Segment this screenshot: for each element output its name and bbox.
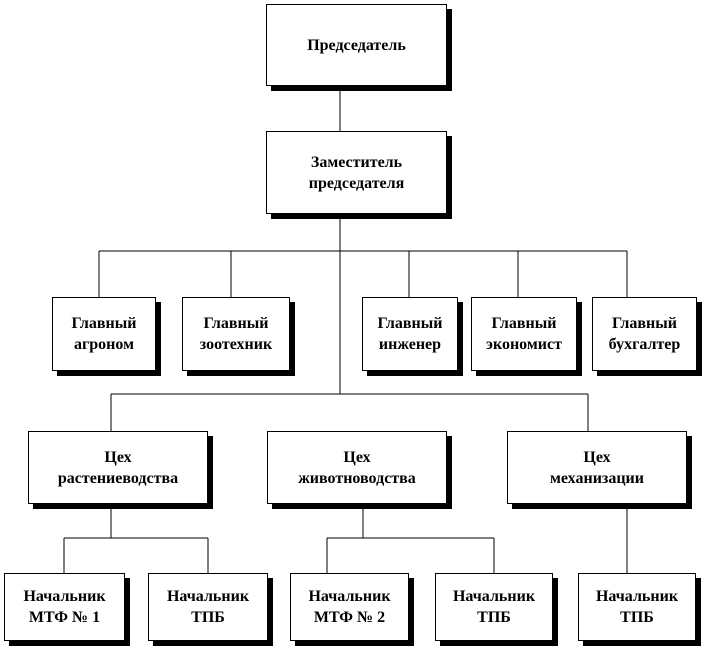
- deputy-to-heads-connector: [98, 214, 628, 297]
- mtf1-chief-box: Начальник МТФ № 1: [4, 573, 125, 641]
- mtf2-chief-box: Начальник МТФ № 2: [290, 573, 409, 641]
- chief-zootechnician-box: Главный зоотехник: [182, 297, 290, 371]
- tpb-chief-box-3: Начальник ТПБ: [578, 573, 696, 641]
- crops-shop-to-chiefs-connector: [63, 504, 209, 573]
- chief-accountant-label: Главный бухгалтер: [608, 315, 681, 353]
- tpb-chief-label-3: Начальник ТПБ: [595, 588, 679, 626]
- chief-zootechnician-label: Главный зоотехник: [199, 315, 273, 353]
- tpb-chief-box-1: Начальник ТПБ: [148, 573, 268, 641]
- tpb-chief-label-2: Начальник ТПБ: [452, 588, 536, 626]
- tpb-chief-box-2: Начальник ТПБ: [435, 573, 553, 641]
- mechanization-shop-box: Цех механизации: [507, 431, 687, 504]
- deputy-chairman-label: Заместитель председателя: [308, 153, 405, 192]
- livestock-shop-box: Цех животноводства: [267, 431, 447, 504]
- crop-production-shop-box: Цех растениеводства: [28, 431, 208, 504]
- chief-agronomist-label: Главный агроном: [71, 315, 137, 353]
- chief-agronomist-box: Главный агроном: [52, 297, 156, 371]
- chief-economist-label: Главный экономист: [486, 315, 562, 353]
- chairman-box: Председатель: [266, 4, 447, 86]
- chief-engineer-label: Главный инженер: [377, 315, 443, 353]
- crop-production-shop-label: Цех растениеводства: [57, 448, 179, 487]
- chairman-label: Председатель: [307, 36, 406, 54]
- livestock-shop-to-chiefs-connector: [326, 504, 495, 573]
- chief-economist-box: Главный экономист: [471, 297, 577, 371]
- chief-engineer-box: Главный инженер: [362, 297, 458, 371]
- mtf1-chief-label: Начальник МТФ № 1: [23, 588, 106, 626]
- mechanization-shop-label: Цех механизации: [550, 448, 644, 487]
- deputy-chairman-box: Заместитель председателя: [266, 131, 447, 214]
- tpb-chief-label-1: Начальник ТПБ: [166, 588, 250, 626]
- chief-accountant-box: Главный бухгалтер: [592, 297, 697, 371]
- deputy-to-shops-connector: [110, 251, 589, 431]
- livestock-shop-label: Цех животноводства: [298, 448, 416, 487]
- mtf2-chief-label: Начальник МТФ № 2: [308, 588, 391, 626]
